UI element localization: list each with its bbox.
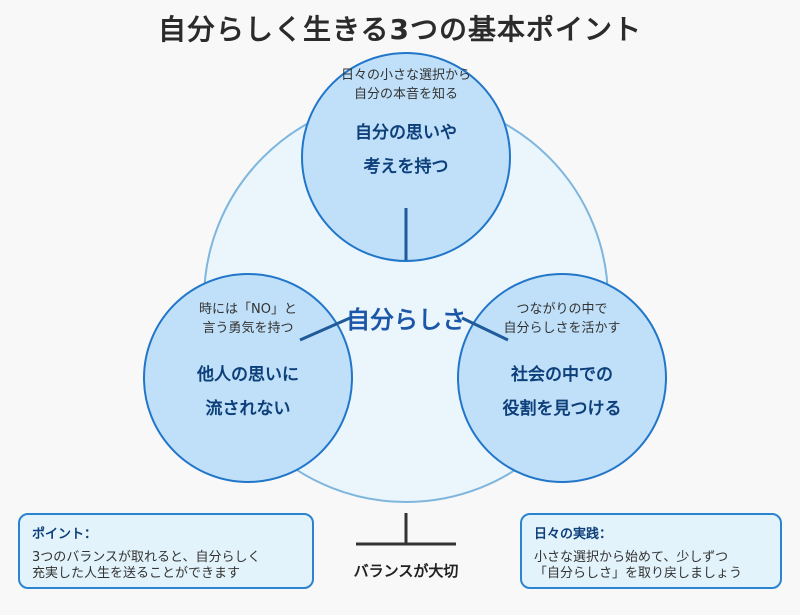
practice-box: 日々の実践： 小さな選択から始めて、少しずつ 「自分らしさ」を取り戻しましょう (520, 513, 782, 589)
center-label: 自分らしさ (346, 306, 466, 334)
connector-left (299, 316, 351, 342)
top-circle-main: 自分の思いや 考えを持つ (306, 116, 506, 184)
connector-right (461, 316, 509, 342)
right-circle (457, 273, 667, 483)
left-circle-sub-line1: 時には「NO」と (199, 302, 297, 317)
balance-label: バランスが大切 (353, 562, 459, 580)
top-circle-sub-line1: 日々の小さな選択から (340, 68, 471, 83)
right-circle-sub-line2: 自分らしさを活かす (503, 321, 621, 336)
right-circle-sub-line1: つながりの中で (516, 302, 608, 317)
left-circle-sub: 時には「NO」と 言う勇気を持つ (148, 300, 348, 338)
left-circle-sub-line2: 言う勇気を持つ (202, 321, 294, 336)
practice-box-line1: 小さな選択から始めて、少しずつ (534, 550, 729, 565)
right-circle-main-line1: 社会の中での (511, 365, 613, 385)
left-circle-main: 他人の思いに 流されない (148, 358, 348, 426)
practice-box-line2: 「自分らしさ」を取り戻しましょう (534, 566, 743, 581)
left-circle (143, 273, 353, 483)
left-circle-main-line2: 流されない (205, 399, 291, 419)
top-circle (301, 52, 511, 262)
top-circle-sub-line2: 自分の本音を知る (353, 87, 458, 102)
page-title: 自分らしく生きる3つの基本ポイント (158, 13, 642, 46)
top-circle-sub: 日々の小さな選択から 自分の本音を知る (306, 66, 506, 104)
top-circle-main-line2: 考えを持つ (363, 157, 449, 177)
practice-box-title: 日々の実践： (534, 527, 613, 542)
right-circle-sub: つながりの中で 自分らしさを活かす (462, 300, 662, 338)
point-box-title: ポイント： (32, 527, 98, 542)
right-circle-main-line2: 役割を見つける (502, 399, 622, 419)
point-box-line1: 3つのバランスが取れると、自分らしく (32, 550, 261, 565)
top-circle-main-line1: 自分の思いや (355, 123, 457, 143)
point-box: ポイント： 3つのバランスが取れると、自分らしく 充実した人生を送ることができま… (18, 513, 314, 589)
point-box-line2: 充実した人生を送ることができます (32, 566, 241, 581)
right-circle-main: 社会の中での 役割を見つける (462, 358, 662, 426)
left-circle-main-line1: 他人の思いに (197, 365, 299, 385)
